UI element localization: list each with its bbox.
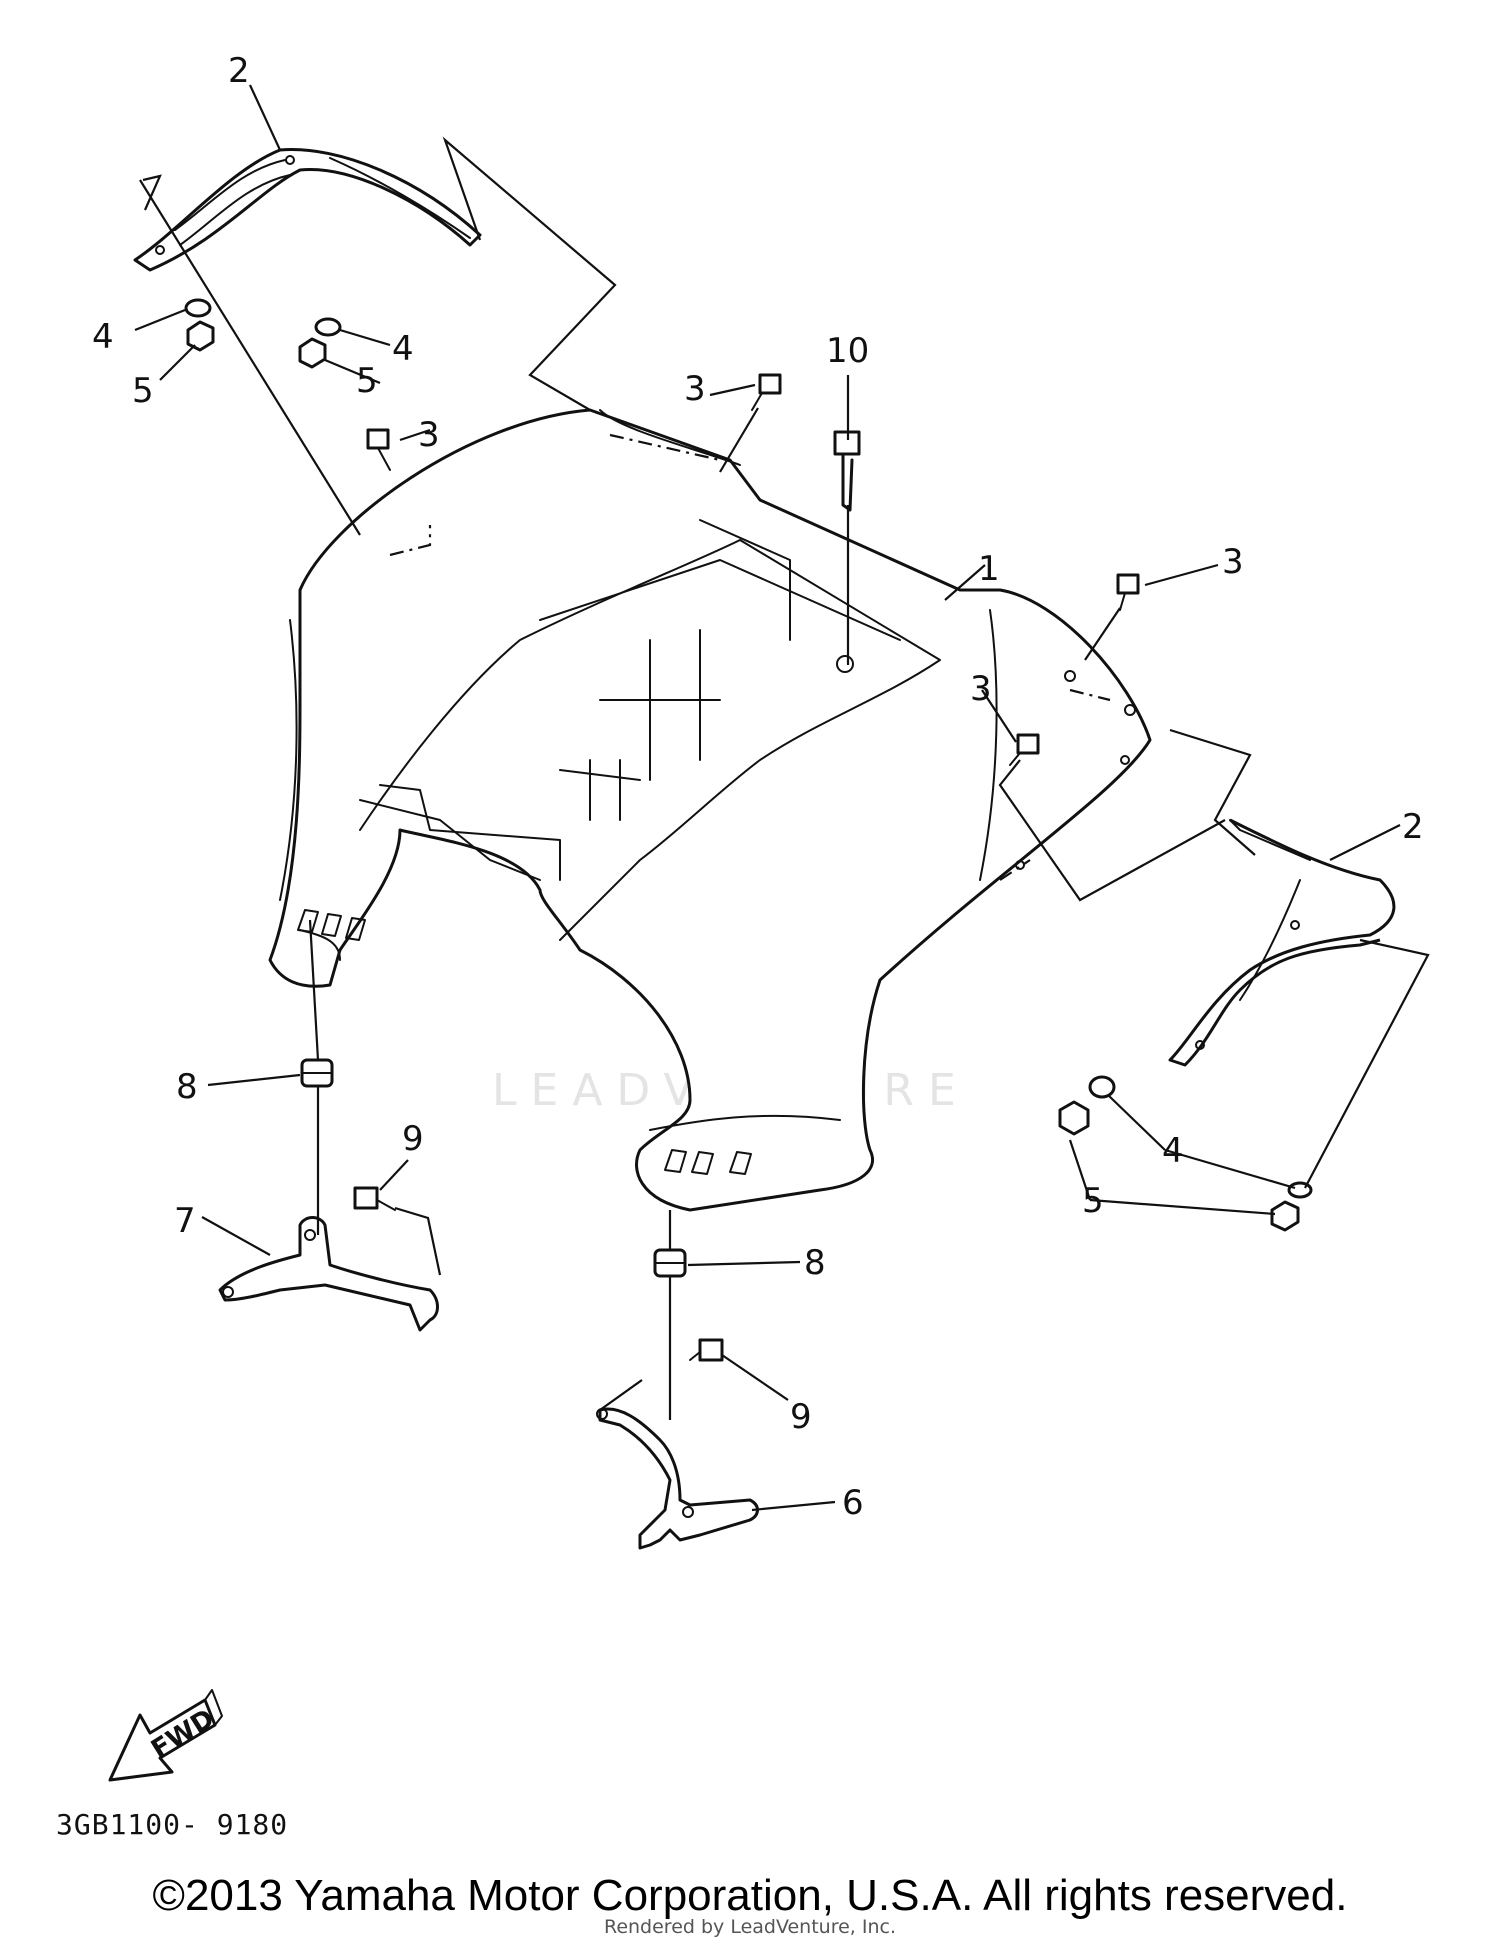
- fwd-arrow-icon: FWD: [108, 1689, 223, 1782]
- washer-4-right: [1088, 1075, 1116, 1099]
- mud-flap-right: [1168, 818, 1396, 1067]
- callout-7: 7: [174, 1201, 196, 1241]
- grommet-8-b: [653, 1248, 687, 1278]
- callout-2-right: 2: [1402, 807, 1424, 847]
- copyright-notice: ©2013 Yamaha Motor Corporation, U.S.A. A…: [152, 1871, 1348, 1920]
- stay-7: [218, 1216, 439, 1332]
- bolt-10: [833, 430, 861, 512]
- bolt-9-a: [353, 1186, 396, 1211]
- bolt-9-b: [689, 1338, 724, 1362]
- diagram-code: 3GB1100- 9180: [56, 1808, 289, 1841]
- nut-5-right-a: [1058, 1100, 1090, 1136]
- callout-3-right-top: 3: [1222, 542, 1244, 582]
- callout-5-left-a: 5: [132, 371, 154, 411]
- bolt-3-d: [1009, 733, 1040, 766]
- nut-5-left-b: [298, 337, 327, 369]
- rendered-by-note: Rendered by LeadVenture, Inc.: [603, 1916, 897, 1938]
- callout-5-right: 5: [1082, 1181, 1104, 1221]
- mud-flap-left: [133, 148, 482, 272]
- nut-5-right-b: [1270, 1200, 1300, 1232]
- callout-4-left-b: 4: [392, 329, 414, 369]
- callout-3-left: 3: [418, 415, 440, 455]
- stay-6: [596, 1407, 759, 1550]
- callout-5-left-b: 5: [356, 361, 378, 401]
- nut-5-left-a: [186, 320, 215, 352]
- callout-6: 6: [842, 1483, 864, 1523]
- callout-4-right: 4: [1162, 1131, 1184, 1171]
- grommet-8-a: [300, 1058, 334, 1088]
- callout-4-left-a: 4: [92, 317, 114, 357]
- bolt-3-a: [366, 428, 391, 471]
- front-fender: [268, 408, 1152, 1212]
- callouts: 2 4 5 4 5 3 3 10 1 3 3 2 8 9 7 4 5 8 9 6: [92, 51, 1424, 1523]
- callout-10: 10: [826, 331, 869, 371]
- washer-4-left-b: [314, 317, 342, 337]
- callout-9-left: 9: [402, 1119, 424, 1159]
- callout-9-bottom: 9: [790, 1397, 812, 1437]
- callout-8-bottom: 8: [804, 1243, 826, 1283]
- callout-8-left: 8: [176, 1067, 198, 1107]
- callout-2-upper-left: 2: [228, 51, 250, 91]
- bolt-3-c: [1116, 573, 1140, 611]
- leader-lines: [134, 84, 1430, 1512]
- bolt-3-b: [751, 373, 782, 411]
- callout-3-top: 3: [684, 369, 706, 409]
- callout-1: 1: [978, 549, 1000, 589]
- callout-3-right-mid: 3: [970, 669, 992, 709]
- washer-4-left-a: [184, 298, 212, 318]
